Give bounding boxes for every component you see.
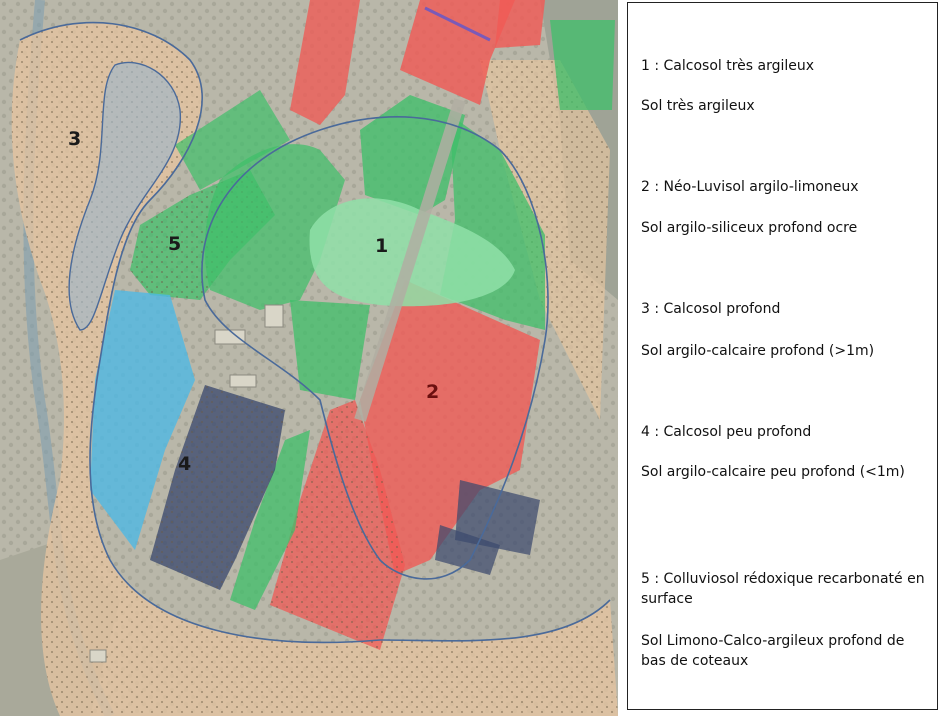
parcel-edge-marker <box>424 6 491 42</box>
zone-3-pattern <box>11 22 618 716</box>
zone-label-1: 1 <box>375 235 388 257</box>
zone-1-strip <box>230 430 310 610</box>
legend-item-1-title: 1 : Calcosol très argileux <box>641 58 815 74</box>
building <box>229 374 257 388</box>
zone-5-parcel-north <box>175 90 290 190</box>
zone-2-main <box>360 280 540 575</box>
zone-1-boundary <box>201 116 549 580</box>
soil-map: 1 2 3 4 5 <box>0 0 618 716</box>
zone-3-channel-boundary <box>68 61 182 331</box>
central-road <box>354 98 466 422</box>
zone-2-south-pattern <box>270 400 405 650</box>
zone-boundary <box>19 21 611 644</box>
legend-panel: 1 : Calcosol très argileux Sol très argi… <box>627 2 938 710</box>
zone-4-pattern <box>150 385 285 590</box>
zone-2-parcel-top <box>400 0 515 105</box>
building <box>214 329 246 345</box>
zone-2-parcel-north <box>290 0 360 125</box>
legend-item-5-title: 5 : Colluviosol rédoxique recarbonaté en… <box>641 571 925 607</box>
legend-item-2-description: Sol argilo-siliceux profond ocre <box>641 220 858 236</box>
legend-item-4-description: Sol argilo-calcaire peu profond (<1m) <box>641 464 905 480</box>
zone-5-parcel-northeast <box>550 20 615 110</box>
zone-4-blue <box>90 290 195 550</box>
zone-label-5: 5 <box>168 233 181 255</box>
legend-item-4-title: 4 : Calcosol peu profond <box>641 424 812 440</box>
zone-4-parcel-southeast <box>435 525 500 575</box>
legend-item-3-title: 3 : Calcosol profond <box>641 301 781 317</box>
zone-1-west <box>204 144 345 310</box>
building <box>89 649 107 663</box>
zone-label-2: 2 <box>426 381 439 403</box>
zone-4-parcel-east <box>455 480 540 555</box>
zone-label-4: 4 <box>178 453 191 475</box>
legend-item-3-description: Sol argilo-calcaire profond (>1m) <box>641 343 875 359</box>
legend-item-2-title: 2 : Néo-Luvisol argilo-limoneux <box>641 179 859 195</box>
legend-item-5-description: Sol Limono-Calco-argileux profond de bas… <box>641 633 905 669</box>
legend-item-1-description: Sol très argileux <box>641 98 755 114</box>
building <box>264 304 284 328</box>
zone-label-3: 3 <box>68 128 81 150</box>
soil-map-canvas: 1 2 3 4 5 <box>0 0 618 716</box>
zone-2-parcel-corner <box>495 0 545 48</box>
zone-3-channel <box>69 62 181 331</box>
zone-1-south <box>290 300 370 400</box>
